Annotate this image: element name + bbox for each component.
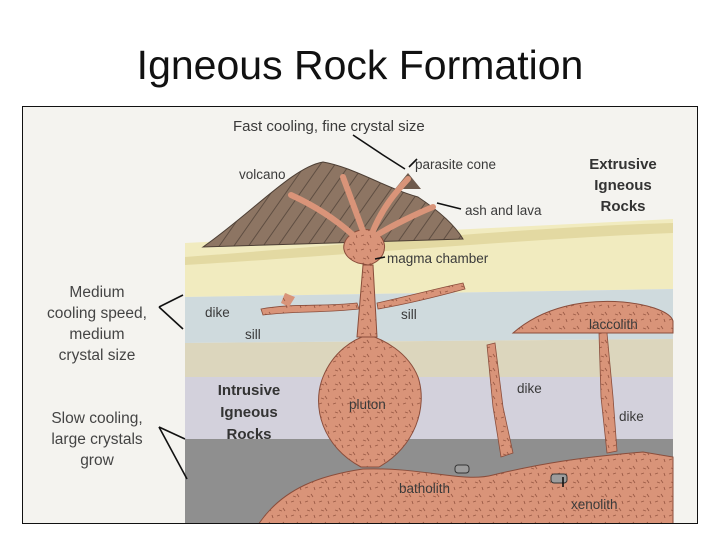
medium-line-4: crystal size	[59, 347, 136, 364]
label-pluton: pluton	[349, 397, 386, 412]
label-laccolith: laccolith	[589, 317, 638, 332]
xenolith-small	[455, 465, 469, 473]
extrusive-heading: Extrusive Igneous Rocks	[589, 156, 657, 215]
label-xenolith: xenolith	[571, 497, 618, 512]
extrusive-line-3: Rocks	[600, 198, 645, 215]
slow-line-3: grow	[80, 452, 114, 469]
label-magma-chamber: magma chamber	[387, 251, 489, 266]
slow-cooling-note: Slow cooling, large crystals grow	[51, 410, 143, 469]
intrusive-line-3: Rocks	[226, 426, 271, 443]
medium-cooling-note: Medium cooling speed, medium crystal siz…	[47, 284, 147, 364]
intrusive-line-2: Igneous	[220, 404, 278, 421]
label-ash-lava: ash and lava	[465, 203, 542, 218]
label-dike-upper: dike	[205, 305, 230, 320]
medium-line-1: Medium	[69, 284, 124, 301]
medium-line-3: medium	[69, 326, 124, 343]
label-sill: sill	[401, 307, 417, 322]
label-sill-lower: sill	[245, 327, 261, 342]
intrusive-line-1: Intrusive	[218, 382, 281, 399]
xenolith	[551, 474, 567, 483]
intrusive-heading: Intrusive Igneous Rocks	[218, 382, 281, 443]
label-dike-middle: dike	[517, 381, 542, 396]
slow-line-1: Slow cooling,	[51, 410, 142, 427]
diagram-canvas: Fast cooling, fine crystal size volcano …	[23, 107, 698, 524]
label-dike-right: dike	[619, 409, 644, 424]
slide-title: Igneous Rock Formation	[0, 42, 720, 89]
top-caption: Fast cooling, fine crystal size	[233, 118, 425, 135]
label-volcano: volcano	[239, 167, 286, 182]
slow-line-2: large crystals	[51, 431, 143, 448]
medium-line-2: cooling speed,	[47, 305, 147, 322]
rock-formation-diagram: Fast cooling, fine crystal size volcano …	[22, 106, 698, 524]
extrusive-line-1: Extrusive	[589, 156, 657, 173]
label-batholith: batholith	[399, 481, 450, 496]
label-parasite-cone: parasite cone	[415, 157, 496, 172]
extrusive-line-2: Igneous	[594, 177, 652, 194]
